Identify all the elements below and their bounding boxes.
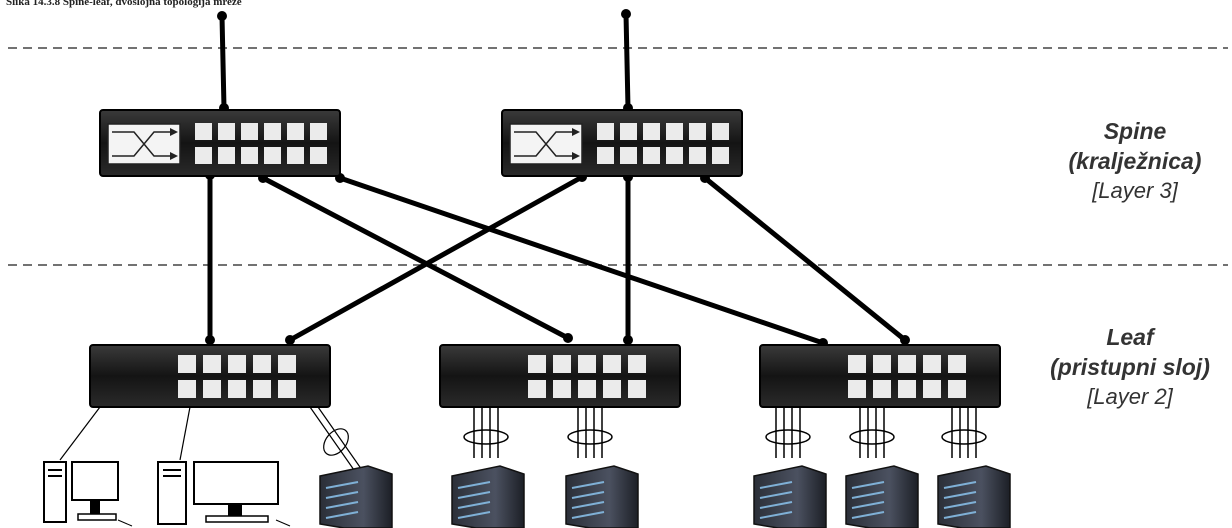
server-icon (451, 465, 525, 528)
endpoint-dot (285, 335, 295, 345)
server-icon (845, 465, 919, 528)
link-spine2-leaf3 (702, 175, 908, 343)
link-aggregation-ring (463, 429, 509, 445)
link-bundle (849, 407, 895, 458)
leaf-layer-local-name: (pristupni sloj) (1050, 354, 1210, 380)
link-spine2-leaf1 (287, 174, 585, 343)
leaf-layer-label: Leaf (pristupni sloj) [Layer 2] (1030, 322, 1230, 412)
leaf-switch-1 (89, 344, 331, 408)
leaf-layer-name: Leaf (1106, 324, 1154, 350)
port-grid (597, 123, 729, 164)
server-icon (753, 465, 827, 528)
server-icon (565, 465, 639, 528)
spine-layer-name: Spine (1103, 118, 1167, 144)
link-bundle (567, 407, 613, 458)
link-bundle (765, 407, 811, 458)
spine-layer-label: Spine (kralježnica) [Layer 3] (1040, 116, 1230, 206)
leaf-switch-3 (759, 344, 1001, 408)
workstation-icon (157, 461, 291, 527)
spine-leaf-links (207, 172, 908, 346)
figure-caption: Slika 14.3.8 Spine-leaf, dvoslojna topol… (6, 0, 242, 8)
link-aggregation-ring (849, 429, 895, 445)
endpoint-dot (623, 335, 633, 345)
link-aggregation-ring (567, 429, 613, 445)
endpoint-dot (900, 335, 910, 345)
server-icon (319, 465, 393, 528)
endpoint-dot (621, 9, 631, 19)
spine-switch-1 (99, 109, 341, 177)
port-grid (178, 355, 296, 398)
workstation-icon (43, 461, 133, 527)
link-bundle (941, 407, 987, 458)
uplink-spine-1 (219, 13, 227, 111)
link-aggregation-ring (941, 429, 987, 445)
uplinks (219, 11, 631, 111)
link-aggregation-ring (765, 429, 811, 445)
link-endpoints (205, 9, 910, 348)
endpoint-dot (205, 335, 215, 345)
spine-layer-local-name: (kralježnica) (1068, 148, 1202, 174)
spine-switch-2 (501, 109, 743, 177)
port-grid (848, 355, 966, 398)
link-aggregation-ring (323, 428, 349, 456)
crossover-icon (509, 123, 583, 165)
server-icon (937, 465, 1011, 528)
leaf-layer-level: [Layer 2] (1087, 384, 1173, 409)
endpoint-dot (563, 333, 573, 343)
leaf-switch-2 (439, 344, 681, 408)
crossover-icon (107, 123, 181, 165)
link-bundle (463, 407, 509, 458)
port-grid (195, 123, 327, 164)
bonded-links (463, 407, 987, 458)
leaf1-host-links (59, 406, 363, 471)
link-spine1-leaf3 (337, 175, 826, 346)
port-grid (528, 355, 646, 398)
uplink-spine-2 (623, 11, 631, 111)
spine-layer-level: [Layer 3] (1092, 178, 1178, 203)
link-spine1-leaf2 (260, 175, 571, 341)
endpoint-dot (217, 11, 227, 21)
